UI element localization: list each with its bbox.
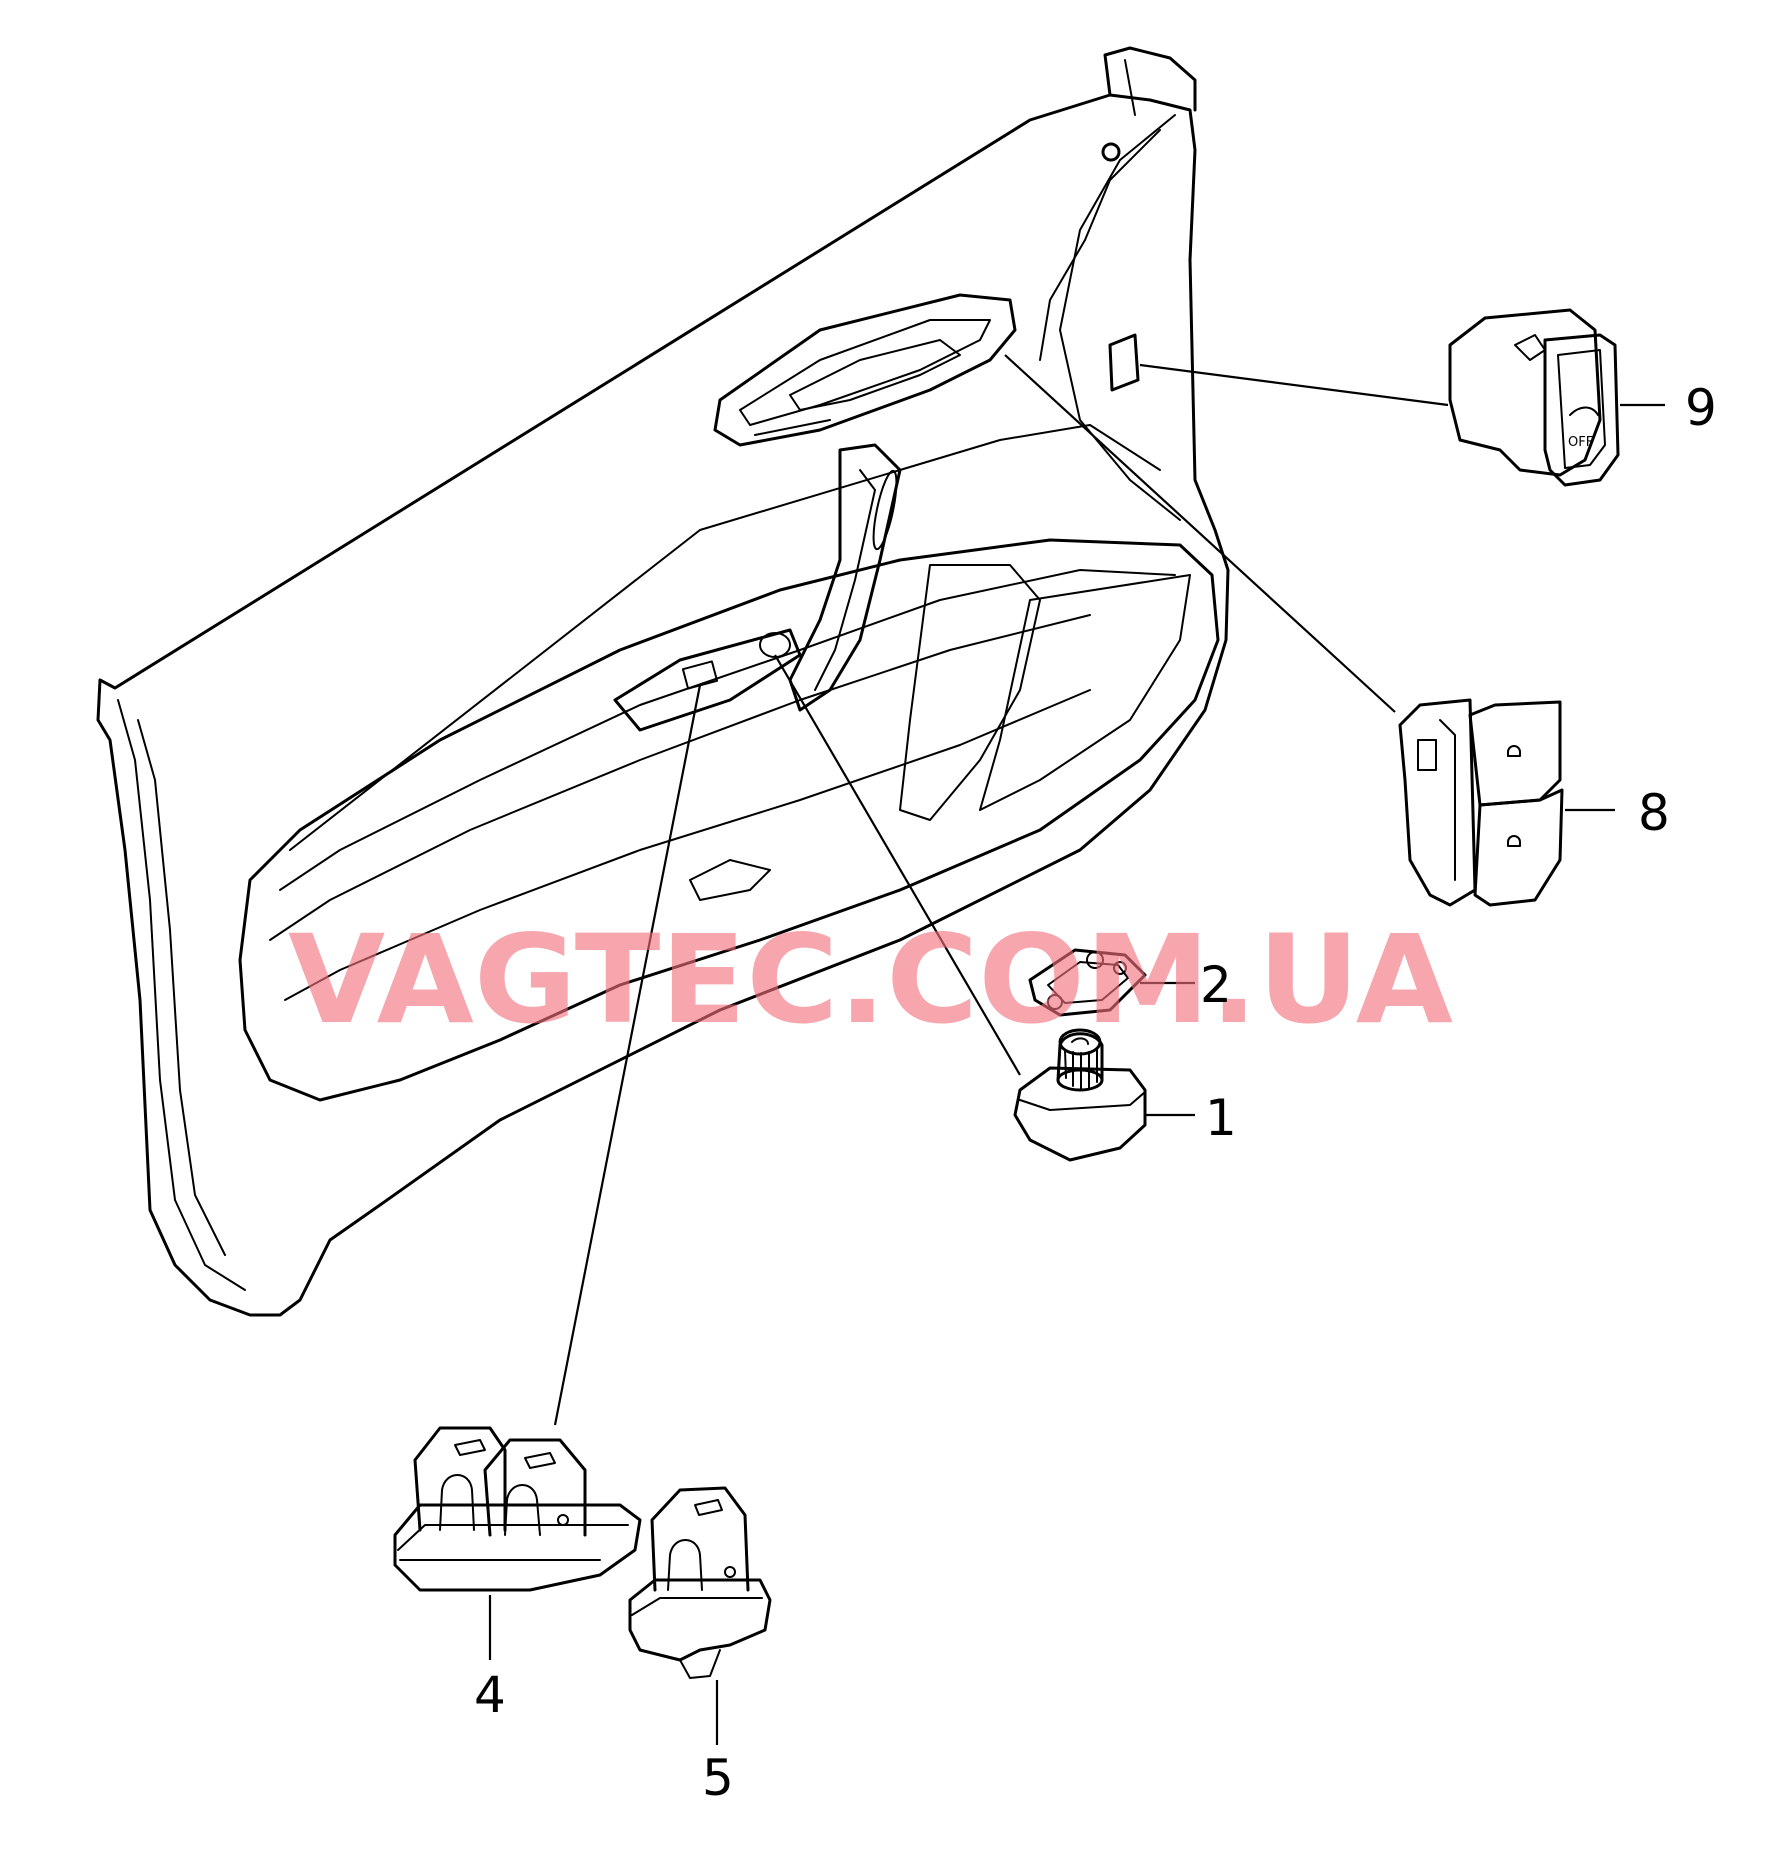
leader-8 xyxy=(1004,354,1396,713)
part-1-mirror-switch xyxy=(1013,1028,1147,1162)
callout-9: 9 xyxy=(1685,379,1717,437)
part-9-switch: OFF xyxy=(1448,308,1620,487)
door-trim-panel xyxy=(96,46,1230,1317)
callout-8: 8 xyxy=(1638,784,1670,842)
leader-1 xyxy=(774,654,1021,1076)
part-5-single-window-switch xyxy=(628,1486,772,1679)
leader-4 xyxy=(553,684,702,1426)
callout-1: 1 xyxy=(1205,1089,1237,1147)
callout-5: 5 xyxy=(702,1749,734,1807)
callout-labels: 9 8 2 1 4 5 xyxy=(474,379,1717,1807)
part-2-gasket xyxy=(1028,948,1147,1017)
watermark: VAGTEC.COM.UA xyxy=(288,909,1453,1051)
leader-9 xyxy=(1139,363,1449,407)
callout-2: 2 xyxy=(1200,956,1232,1014)
leader-lines xyxy=(488,354,1665,1745)
part-4-double-window-switch xyxy=(393,1426,642,1592)
callout-4: 4 xyxy=(474,1666,506,1724)
part-8-lock-switch xyxy=(1398,698,1564,907)
switch-off-label: OFF xyxy=(1568,435,1593,450)
